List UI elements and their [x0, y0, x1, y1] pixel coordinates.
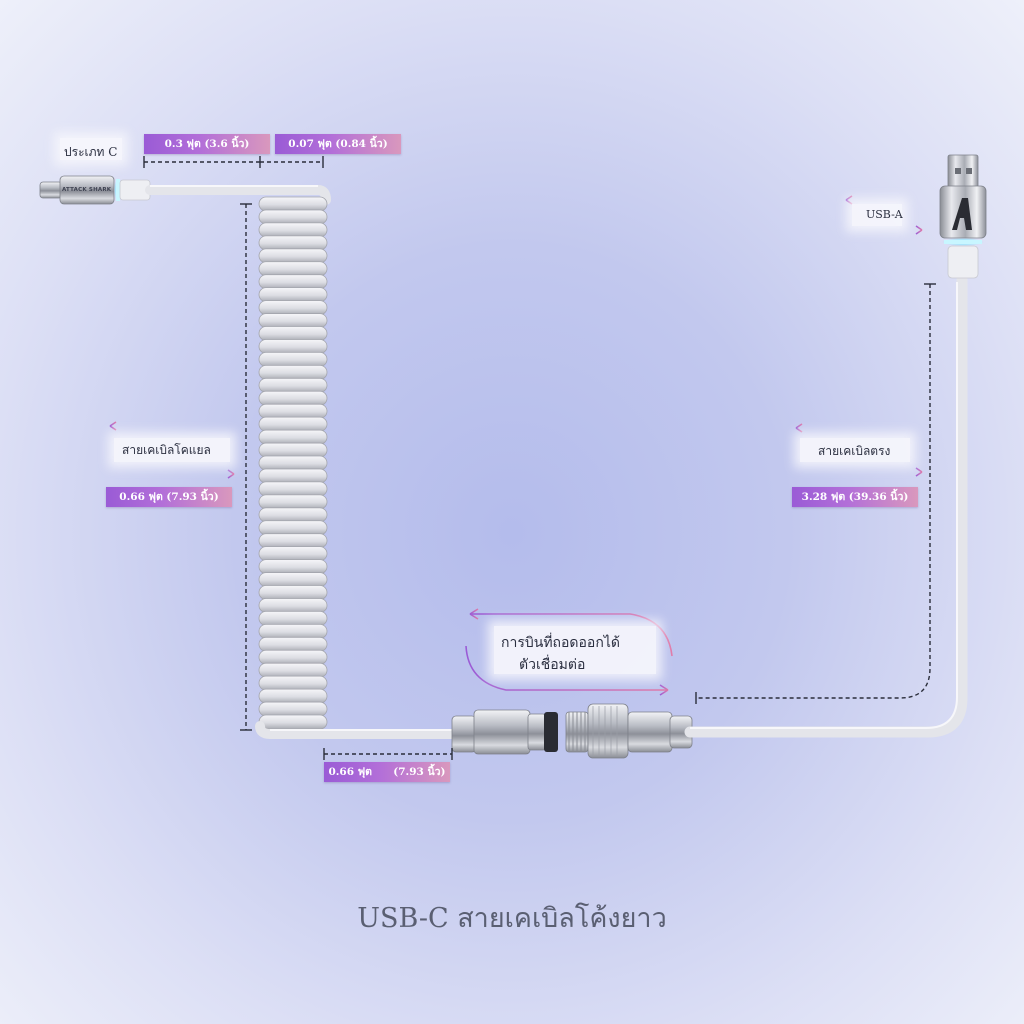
coil-ring [258, 326, 328, 341]
coil-ring [258, 287, 328, 303]
coil-ring [258, 209, 328, 225]
coil-ring [258, 416, 328, 432]
coil-ring [258, 377, 328, 393]
dimension-lines [143, 156, 936, 760]
straight-cable-label: สายเคเบิลตรง [818, 444, 891, 458]
coil-ring [258, 390, 328, 406]
coil-ring [258, 636, 328, 652]
label-arrows [109, 195, 923, 696]
label-backdrop [494, 626, 656, 674]
usb-c-plug-icon [39, 175, 151, 205]
coil-ring [258, 274, 328, 290]
coil-ring [258, 546, 328, 562]
page-title: USB-C สายเคเบิลโค้งยาว [357, 903, 667, 934]
type-c-head-measurement: 0.3 ฟุต (3.6 นิ้ว) [144, 134, 270, 154]
lead-measurement-inches: (7.93 นิ้ว) [393, 766, 446, 778]
coil-ring [258, 481, 328, 497]
coil-ring [258, 611, 328, 626]
coil-ring [258, 455, 328, 471]
coil-ring [258, 701, 328, 717]
coil-ring [258, 222, 328, 238]
lead-measurement: 0.66 ฟุต (7.93 นิ้ว) [324, 762, 450, 782]
lead-measurement-value: 0.66 ฟุต [328, 766, 372, 778]
brand-engraving: ATTACK SHARK [62, 187, 112, 193]
coil-ring [258, 351, 328, 367]
coil-ring [258, 688, 328, 704]
usb-a-label: USB-A [866, 208, 903, 221]
coil-ring [258, 235, 328, 251]
coil-ring [258, 598, 328, 613]
coil-ring [258, 300, 328, 316]
usb-a-plug-icon [939, 154, 987, 279]
type-c-neck-measurement: 0.07 ฟุต (0.84 นิ้ว) [275, 134, 401, 154]
coil-ring [258, 520, 328, 536]
coil-ring [258, 442, 328, 458]
coil-ring [258, 507, 328, 523]
coil-ring [258, 623, 328, 639]
coil-ring [258, 313, 328, 328]
coil-ring [258, 261, 328, 277]
coil-ring [258, 429, 328, 445]
coil-ring [258, 585, 328, 600]
coil-ring [258, 364, 328, 380]
coil-ring [258, 675, 328, 691]
coil-ring [258, 714, 328, 730]
type-c-label: ประเภท C [64, 145, 118, 159]
straight-measurement: 3.28 ฟุต (39.36 นิ้ว) [792, 487, 918, 507]
label-backdrop [114, 438, 230, 462]
coil-ring [258, 403, 328, 419]
coil-ring [258, 196, 328, 212]
coiled-cable-label: สายเคเบิลโคแยล [122, 443, 211, 457]
attack-shark-logo-icon [952, 198, 972, 230]
aviator-label-line2: ตัวเชื่อมต่อ [519, 657, 586, 673]
label-backdrop [60, 138, 122, 160]
coil-ring [258, 559, 328, 574]
coil-ring [258, 248, 328, 264]
coil-ring [258, 662, 328, 678]
label-backdrop [800, 438, 910, 462]
aviator-connector-icon [451, 703, 693, 759]
coil-ring [258, 533, 328, 549]
coil-ring [258, 649, 328, 665]
coiled-cable-section [258, 196, 328, 730]
label-backdrop [852, 204, 902, 226]
coil-ring [258, 339, 328, 354]
coil-measurement: 0.66 ฟุต (7.93 นิ้ว) [106, 487, 232, 507]
coil-ring [258, 494, 328, 510]
coil-ring [258, 572, 328, 587]
coil-ring [258, 468, 328, 484]
aviator-label-line1: การบินที่ถอดออกได้ [501, 635, 620, 651]
